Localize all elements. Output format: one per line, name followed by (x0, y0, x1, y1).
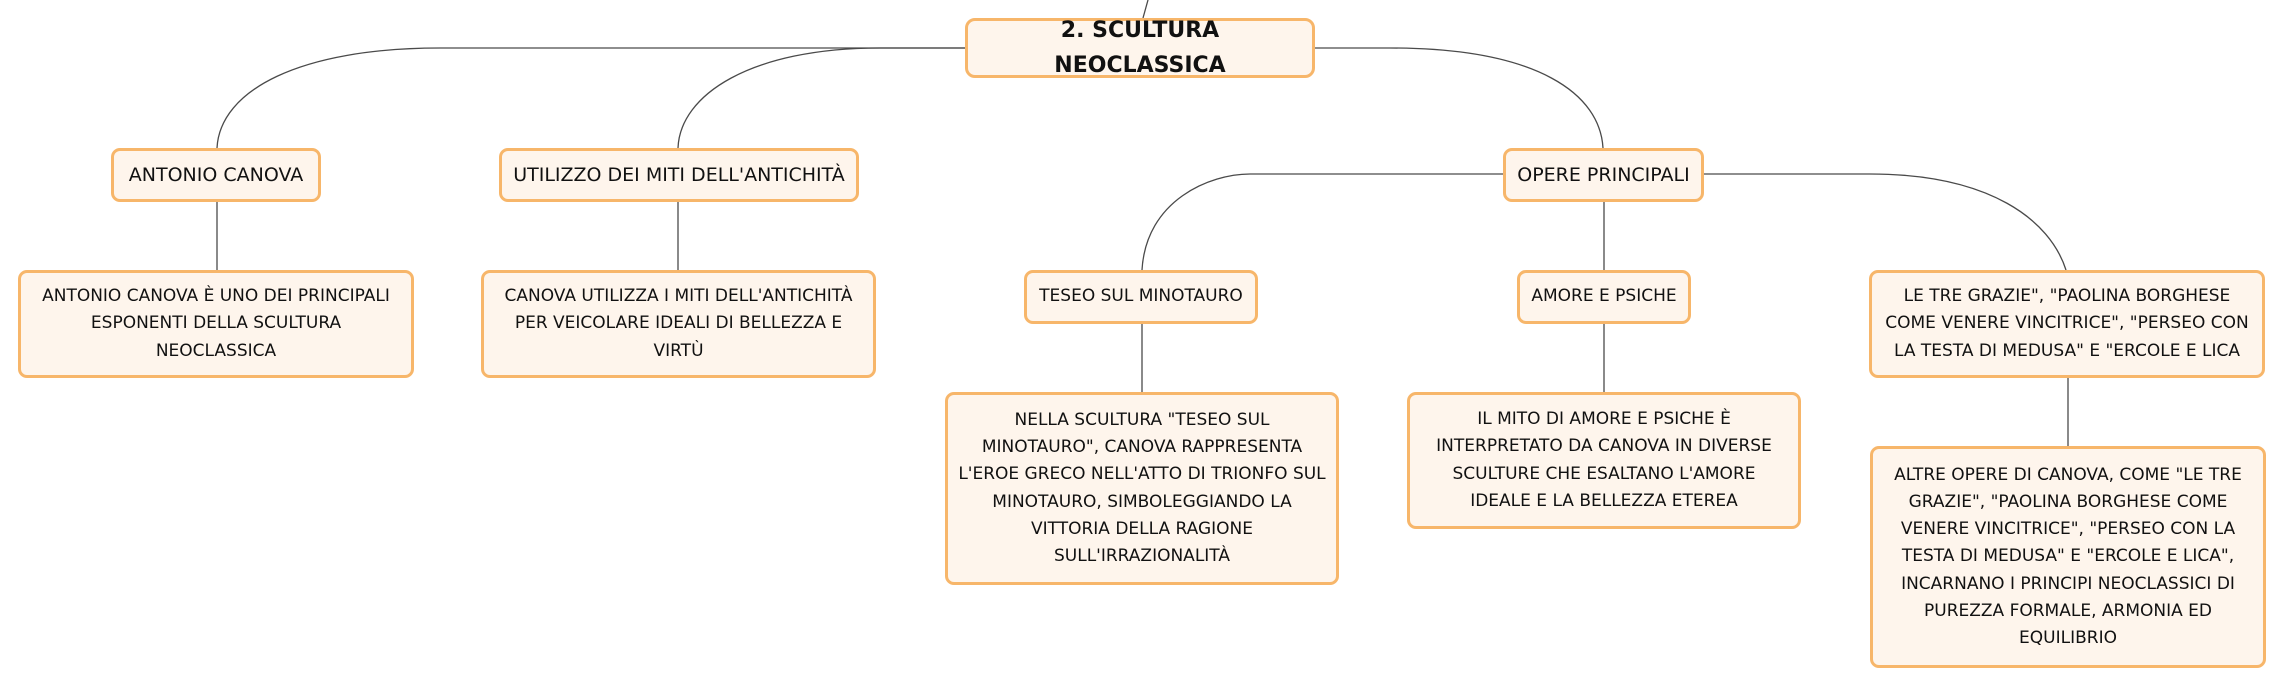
root-node-label: 2. SCULTURA NEOCLASSICA (1054, 17, 1226, 78)
connector-opere-teseo (1141, 173, 1503, 271)
node-amore-psiche-detail[interactable]: IL MITO DI AMORE E PSICHE È INTERPRETATO… (1407, 392, 1801, 529)
node-teseo-label: TESEO SUL MINOTAURO (1039, 286, 1243, 307)
node-antonio-canova-label: ANTONIO CANOVA (128, 163, 304, 186)
node-teseo-detail-text: NELLA SCULTURA "TESEO SUL MINOTAURO", CA… (958, 409, 1326, 566)
node-teseo[interactable]: TESEO SUL MINOTAURO (1024, 270, 1258, 324)
node-amore-psiche-label: AMORE E PSICHE (1531, 286, 1677, 307)
node-amore-psiche-detail-text: IL MITO DI AMORE E PSICHE È INTERPRETATO… (1436, 409, 1772, 511)
node-utilizzo-miti-detail-text: CANOVA UTILIZZA I MITI DELL'ANTICHITÀ PE… (504, 286, 853, 361)
connector-root-canova (216, 47, 965, 149)
connector-parent-root (1142, 0, 1149, 19)
node-antonio-canova-detail-text: ANTONIO CANOVA È UNO DEI PRINCIPALI ESPO… (42, 286, 390, 361)
root-node[interactable]: 2. SCULTURA NEOCLASSICA (965, 18, 1315, 78)
connector-root-miti (677, 47, 965, 149)
node-utilizzo-miti-label: UTILIZZO DEI MITI DELL'ANTICHITÀ (513, 163, 845, 186)
node-teseo-detail[interactable]: NELLA SCULTURA "TESEO SUL MINOTAURO", CA… (945, 392, 1339, 585)
node-tre-grazie-detail[interactable]: ALTRE OPERE DI CANOVA, COME "LE TRE GRAZ… (1870, 446, 2266, 668)
connector-root-opere (1315, 47, 1604, 149)
node-tre-grazie-label: LE TRE GRAZIE", "PAOLINA BORGHESE COME V… (1885, 286, 2249, 361)
node-antonio-canova[interactable]: ANTONIO CANOVA (111, 148, 321, 202)
node-utilizzo-miti-detail[interactable]: CANOVA UTILIZZA I MITI DELL'ANTICHITÀ PE… (481, 270, 876, 378)
node-utilizzo-miti[interactable]: UTILIZZO DEI MITI DELL'ANTICHITÀ (499, 148, 859, 202)
connector-opere-grazie (1704, 173, 2067, 271)
node-tre-grazie[interactable]: LE TRE GRAZIE", "PAOLINA BORGHESE COME V… (1869, 270, 2265, 378)
node-antonio-canova-detail[interactable]: ANTONIO CANOVA È UNO DEI PRINCIPALI ESPO… (18, 270, 414, 378)
node-opere-principali[interactable]: OPERE PRINCIPALI (1503, 148, 1704, 202)
node-opere-principali-label: OPERE PRINCIPALI (1517, 163, 1690, 186)
node-tre-grazie-detail-text: ALTRE OPERE DI CANOVA, COME "LE TRE GRAZ… (1894, 464, 2242, 648)
node-amore-psiche[interactable]: AMORE E PSICHE (1517, 270, 1691, 324)
